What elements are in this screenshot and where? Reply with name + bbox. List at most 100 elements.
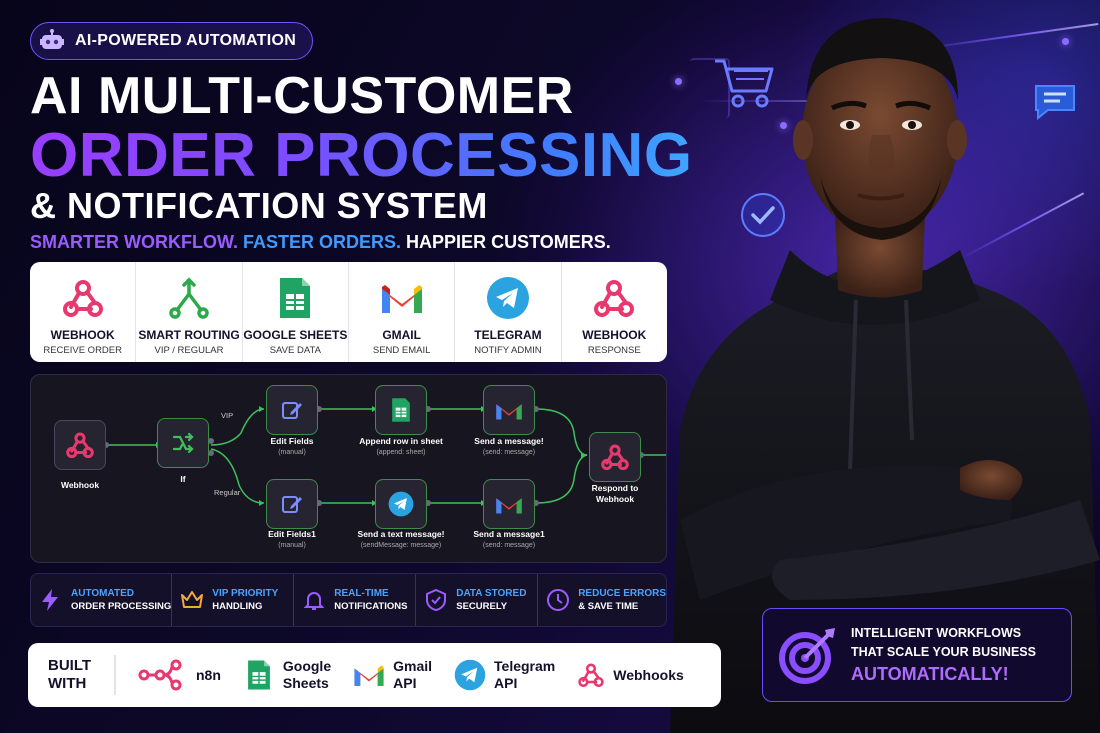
node-sub: (manual) xyxy=(278,542,306,549)
headline-line3: & NOTIFICATION SYSTEM xyxy=(30,185,488,226)
branch-label-vip: VIP xyxy=(221,411,234,420)
check-circle-icon xyxy=(741,193,785,237)
cta-box: INTELLIGENT WORKFLOWS THAT SCALE YOUR BU… xyxy=(762,608,1072,702)
gmail-icon xyxy=(354,665,384,686)
feature-telegram: TELEGRAM NOTIFY ADMIN xyxy=(455,262,562,362)
gmail-icon xyxy=(496,498,522,514)
node-sub: (manual) xyxy=(278,449,306,456)
node-sub: (send: message) xyxy=(482,449,536,456)
feature-google-sheets: GOOGLE SHEETS SAVE DATA xyxy=(243,262,349,362)
feature-sub: RECEIVE ORDER xyxy=(43,345,122,356)
node-label: Webhook xyxy=(60,480,100,490)
benefit-title: VIP PRIORITY xyxy=(212,588,279,599)
shield-check-icon xyxy=(426,588,447,612)
node-sub: (sendMessage: message) xyxy=(360,542,442,549)
tool-name: Telegram xyxy=(494,658,556,674)
node-append-row[interactable] xyxy=(375,385,427,435)
tool-name: Webhooks xyxy=(613,666,684,683)
benefit-sub: & SAVE TIME xyxy=(578,601,639,612)
feature-name: TELEGRAM xyxy=(474,328,542,342)
benefit-vip: VIP PRIORITY HANDLING xyxy=(172,574,295,626)
chat-bubble-icon xyxy=(1035,85,1075,121)
gmail-icon xyxy=(496,404,522,420)
tagline-part2: FASTER ORDERS. xyxy=(243,232,402,252)
feature-name: WEBHOOK xyxy=(50,328,115,342)
telegram-icon xyxy=(388,491,414,517)
category-badge: AI-POWERED AUTOMATION xyxy=(30,22,314,60)
telegram-icon xyxy=(454,659,486,691)
node-sub: (append: sheet) xyxy=(376,449,426,456)
tagline: SMARTER WORKFLOW. FASTER ORDERS. HAPPIER… xyxy=(30,232,611,253)
webhook-icon xyxy=(601,444,629,471)
cta-line3: AUTOMATICALLY! xyxy=(851,664,1009,684)
robot-icon xyxy=(40,29,64,49)
tool-name-line2: API xyxy=(393,675,417,691)
webhook-icon xyxy=(66,432,94,459)
circuit-dot xyxy=(780,122,787,129)
clock-icon xyxy=(547,589,570,611)
benefit-automated: AUTOMATED ORDER PROCESSING xyxy=(31,574,173,626)
node-if[interactable] xyxy=(157,418,209,468)
cta-line2: THAT SCALE YOUR BUSINESS xyxy=(851,645,1036,659)
branch-icon xyxy=(172,432,194,454)
node-label: Send a text message! xyxy=(357,529,445,539)
webhook-icon xyxy=(61,276,105,320)
feature-gmail: GMAIL SEND EMAIL xyxy=(349,262,456,362)
built-with-line1: BUILT xyxy=(48,657,92,674)
cta-line1: INTELLIGENT WORKFLOWS xyxy=(851,626,1022,640)
node-send-message1[interactable] xyxy=(483,479,535,529)
node-label: Edit Fields1 xyxy=(268,529,316,539)
benefits-bar: AUTOMATED ORDER PROCESSING VIP PRIORITY HA… xyxy=(30,573,667,627)
target-icon xyxy=(779,628,835,684)
node-edit-fields1[interactable] xyxy=(266,479,318,529)
google-sheets-icon xyxy=(273,276,317,320)
shopping-cart-icon xyxy=(715,59,774,108)
benefit-title: AUTOMATED xyxy=(71,588,134,599)
feature-sub: RESPONSE xyxy=(587,345,641,356)
benefit-title: REDUCE ERRORS xyxy=(578,588,666,599)
circuit-dot xyxy=(675,78,682,85)
feature-sub: NOTIFY ADMIN xyxy=(474,345,542,356)
tool-name: Gmail xyxy=(393,658,433,674)
tool-name: n8n xyxy=(196,666,221,683)
benefit-sub: HANDLING xyxy=(212,601,263,612)
node-label: Webhook xyxy=(595,494,635,504)
telegram-icon xyxy=(486,276,530,320)
feature-webhook: WEBHOOK RECEIVE ORDER xyxy=(30,262,137,362)
n8n-icon xyxy=(138,659,182,691)
routing-icon xyxy=(167,276,211,320)
lightning-icon xyxy=(42,589,58,611)
feature-strip: WEBHOOK RECEIVE ORDER SMART ROUTING VIP … xyxy=(30,262,667,362)
tagline-part3: HAPPIER CUSTOMERS. xyxy=(406,232,611,252)
benefit-sub: SECURELY xyxy=(456,601,508,612)
light-streak xyxy=(700,100,820,102)
webhook-icon xyxy=(592,276,636,320)
node-label: Send a message1 xyxy=(473,529,545,539)
node-webhook[interactable] xyxy=(54,420,106,470)
webhook-icon xyxy=(578,663,604,688)
feature-sub: SEND EMAIL xyxy=(372,345,431,356)
feature-sub: VIP / REGULAR xyxy=(154,345,224,356)
node-respond-to-webhook[interactable] xyxy=(589,432,641,482)
tool-name-line2: Sheets xyxy=(282,675,329,691)
benefit-sub: NOTIFICATIONS xyxy=(334,601,408,612)
tool-n8n: n8n xyxy=(138,659,221,691)
built-with-line2: WITH xyxy=(48,675,87,692)
benefit-sub: ORDER PROCESSING xyxy=(71,601,172,612)
node-send-message[interactable] xyxy=(483,385,535,435)
feature-name: SMART ROUTING xyxy=(138,328,240,342)
feature-routing: SMART ROUTING VIP / REGULAR xyxy=(136,262,243,362)
built-with-label: BUILT WITH xyxy=(28,655,116,695)
google-sheets-icon xyxy=(392,398,410,422)
benefit-reduce-errors: REDUCE ERRORS & SAVE TIME xyxy=(538,574,666,626)
pencil-icon xyxy=(282,402,302,419)
node-edit-fields[interactable] xyxy=(266,385,318,435)
node-send-text[interactable] xyxy=(375,479,427,529)
tagline-part1: SMARTER WORKFLOW. xyxy=(30,232,238,252)
crown-icon xyxy=(181,591,204,608)
